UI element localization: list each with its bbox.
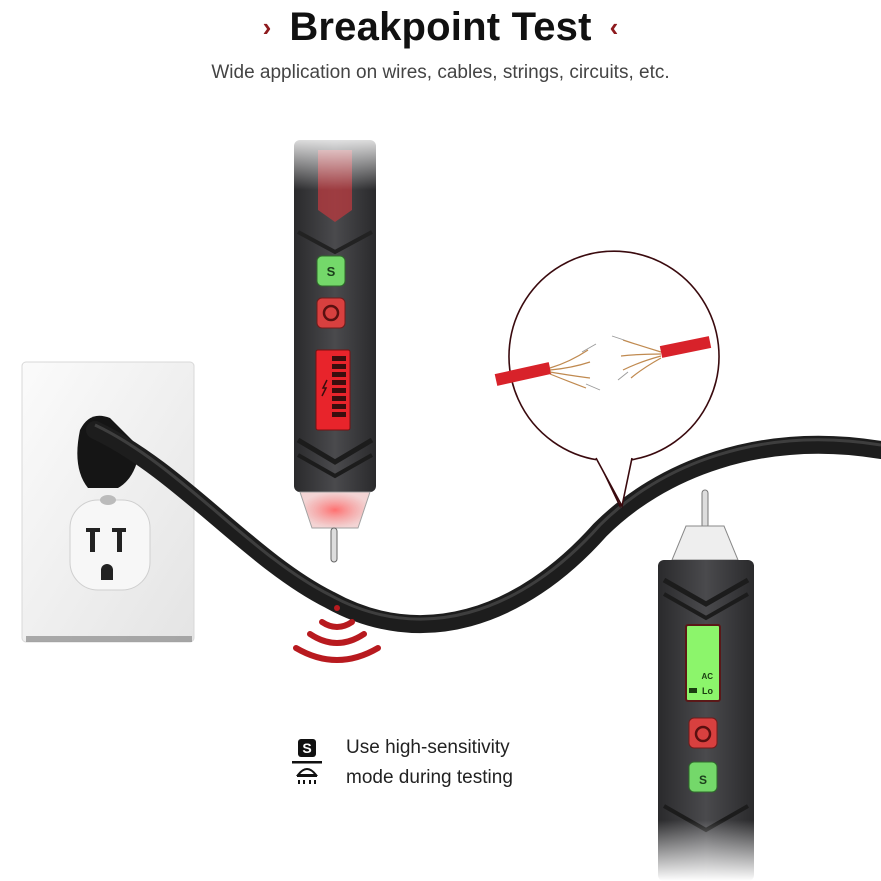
voltage-tester-right: AC Lo S (650, 489, 760, 881)
svg-text:S: S (327, 264, 336, 279)
breakpoint-callout (494, 250, 720, 509)
voltage-tester-left: S (292, 130, 382, 563)
usage-note-text: Use high-sensitivity mode during testing (346, 733, 513, 793)
broken-wire-icon (494, 335, 712, 391)
lcd-lo-label: Lo (702, 686, 713, 696)
usage-note: S Use high-sensitivity mode during testi… (290, 733, 513, 793)
page-title: Breakpoint Test (289, 4, 592, 49)
svg-text:S: S (302, 740, 311, 756)
chevron-left-icon: ‹ (609, 12, 619, 42)
signal-waves-icon (293, 605, 381, 663)
power-cable (86, 421, 881, 634)
usage-note-line1: Use high-sensitivity (346, 737, 510, 758)
title-row: › Breakpoint Test ‹ (0, 2, 881, 52)
high-sensitivity-mode-icon: S (292, 739, 322, 784)
wall-outlet (21, 361, 195, 643)
svg-text:S: S (699, 773, 707, 787)
subtitle: Wide application on wires, cables, strin… (211, 62, 670, 83)
usage-note-line2: mode during testing (346, 767, 513, 788)
lcd-ac-label: AC (701, 672, 713, 681)
chevron-right-icon: › (262, 12, 272, 42)
